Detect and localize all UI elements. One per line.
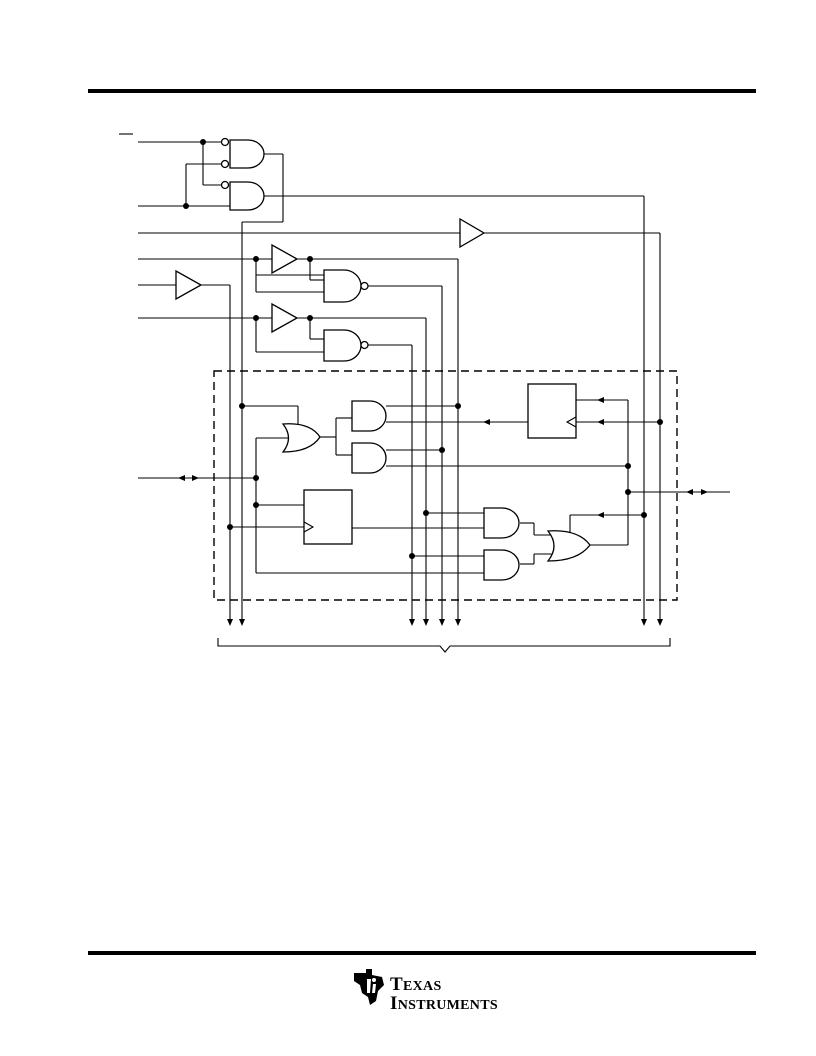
flip-flop-right — [527, 383, 577, 439]
arrowheads — [178, 397, 708, 626]
clock-marker — [565, 416, 577, 428]
brand-line-2: INSTRUMENTS — [390, 993, 498, 1014]
output-brace — [217, 638, 671, 653]
and-gate-output-lower — [483, 549, 520, 581]
and-gate-macrocell-upper — [351, 400, 387, 432]
inversion-bubble — [220, 137, 230, 147]
inversion-bubble — [360, 281, 369, 291]
macrocell-boundary — [213, 370, 678, 601]
flip-flop-left — [303, 489, 353, 545]
buffer-long — [459, 217, 486, 249]
input-and-gate-bottom — [220, 180, 265, 211]
brand-line-1: TEXAS — [390, 974, 442, 995]
footer-rule — [88, 951, 756, 955]
clock-marker — [303, 521, 315, 533]
junction-dots — [183, 139, 663, 559]
or-gate-left — [281, 423, 321, 453]
wires — [119, 133, 730, 653]
inversion-bubble — [220, 180, 230, 190]
input-and-gate-top — [220, 137, 265, 169]
inversion-bubble — [360, 340, 369, 350]
and-gate-macrocell-lower — [351, 442, 387, 474]
and-gate-output-upper — [483, 507, 520, 539]
buffer-lower — [271, 302, 299, 334]
header-rule — [88, 89, 756, 93]
or-gate-output — [546, 530, 591, 562]
nand-gate-upper — [323, 269, 369, 303]
inversion-bubble — [220, 159, 230, 169]
ti-logo: TEXAS INSTRUMENTS — [352, 963, 502, 1015]
nand-gate-lower — [323, 329, 369, 362]
ti-state-logo-icon — [354, 969, 384, 1005]
buffer-clock — [175, 269, 203, 301]
buffer-upper — [271, 243, 299, 275]
